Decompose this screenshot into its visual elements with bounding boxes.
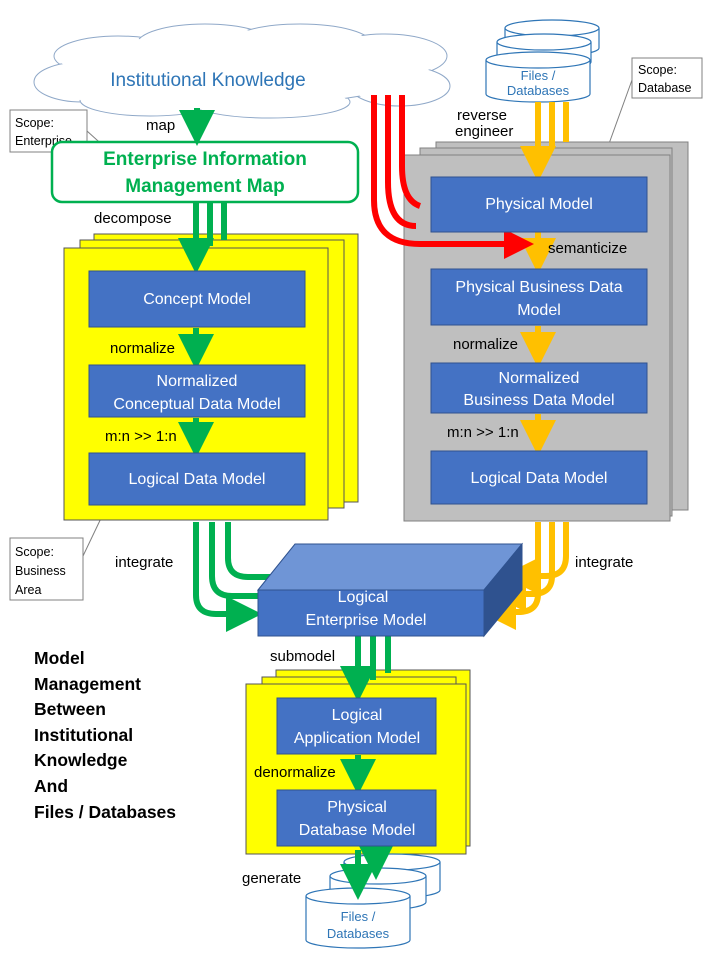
- scope-business-l2: Business: [15, 564, 66, 578]
- enterprise-model-l2: Enterprise Model: [306, 612, 427, 629]
- normalized-conceptual-l1: Normalized: [157, 373, 238, 390]
- files-bottom-line2: Databases: [327, 926, 390, 941]
- physical-database-l1: Physical: [327, 799, 387, 816]
- arrow-integrate-right-3: [502, 522, 569, 594]
- title-line-2: Management: [34, 674, 141, 694]
- label-integrate-right: integrate: [575, 554, 633, 571]
- scope-database-l1: Scope:: [638, 63, 677, 77]
- arrow-integrate-left-1: [193, 522, 262, 632]
- label-mn-left: m:n >> 1:n: [105, 428, 177, 445]
- scope-database-callout: Scope: Database: [605, 57, 703, 153]
- logical-application-box: [276, 697, 437, 755]
- label-normalize-left: normalize: [110, 340, 175, 357]
- label-reverse-line1: reverse: [457, 107, 507, 124]
- physical-database-box: [276, 789, 437, 847]
- concept-model-label: Concept Model: [143, 291, 251, 308]
- arrow-red-semanticize-1: [371, 95, 534, 259]
- title-line-7: Files / Databases: [34, 802, 176, 822]
- arrow-red-semanticize-3: [399, 95, 422, 209]
- arrow-integrate-left-3: [225, 522, 276, 580]
- files-top-line2: Databases: [507, 83, 570, 98]
- diagram-title: Model Management Between Institutional K…: [34, 648, 176, 822]
- concept-model-box: [88, 270, 306, 328]
- label-generate: generate: [242, 870, 301, 887]
- label-mn-right: m:n >> 1:n: [447, 424, 519, 441]
- arrow-integrate-left-2: [209, 522, 262, 599]
- normalized-business-l2: Business Data Model: [463, 392, 614, 409]
- enterprise-model-l1: Logical: [338, 589, 389, 606]
- logical-application-l2: Application Model: [294, 730, 420, 747]
- title-line-6: And: [34, 776, 68, 796]
- label-integrate-left: integrate: [115, 554, 173, 571]
- title-line-1: Model: [34, 648, 85, 668]
- physical-business-l2: Model: [517, 302, 561, 319]
- label-decompose: decompose: [94, 210, 172, 227]
- normalized-business-l1: Normalized: [499, 370, 580, 387]
- files-databases-top: [485, 19, 600, 103]
- scope-business-l3: Area: [15, 583, 41, 597]
- title-line-3: Between: [34, 699, 106, 719]
- physical-model-label: Physical Model: [485, 196, 593, 213]
- normalized-business-box: [430, 362, 648, 414]
- normalized-conceptual-l2: Conceptual Data Model: [113, 396, 280, 413]
- scope-business-l1: Scope:: [15, 545, 54, 559]
- logical-data-model-right-box: [430, 450, 648, 505]
- label-denormalize: denormalize: [254, 764, 336, 781]
- scope-enterprise-l1: Scope:: [15, 116, 54, 130]
- files-bottom-line1: Files /: [341, 909, 376, 924]
- label-reverse-line2: engineer: [455, 123, 513, 140]
- scope-database-l2: Database: [638, 81, 692, 95]
- logical-data-model-left-box: [88, 452, 306, 506]
- logical-data-model-left-label: Logical Data Model: [129, 471, 266, 488]
- scope-business-area-callout: Scope: Business Area: [9, 511, 105, 601]
- cloud-label: Institutional Knowledge: [110, 70, 305, 91]
- files-top-line1: Files /: [521, 68, 556, 83]
- physical-database-l2: Database Model: [299, 822, 416, 839]
- title-line-5: Knowledge: [34, 750, 128, 770]
- eim-map-line2: Management Map: [125, 176, 284, 197]
- label-map: map: [146, 117, 175, 134]
- normalized-conceptual-box: [88, 364, 306, 418]
- physical-business-l1: Physical Business Data: [455, 279, 622, 296]
- label-submodel: submodel: [270, 648, 335, 665]
- logical-data-model-right-label: Logical Data Model: [471, 470, 608, 487]
- logical-enterprise-model-box: [256, 542, 524, 638]
- institutional-knowledge-cloud: Institutional Knowledge: [33, 23, 451, 119]
- title-line-4: Institutional: [34, 725, 133, 745]
- logical-application-l1: Logical: [332, 707, 383, 724]
- label-semanticize: semanticize: [548, 240, 627, 257]
- eim-map-line1: Enterprise Information: [103, 149, 307, 170]
- physical-model-box: [430, 176, 648, 233]
- physical-business-box: [430, 268, 648, 326]
- label-normalize-right: normalize: [453, 336, 518, 353]
- arrow-red-semanticize-2: [385, 95, 417, 229]
